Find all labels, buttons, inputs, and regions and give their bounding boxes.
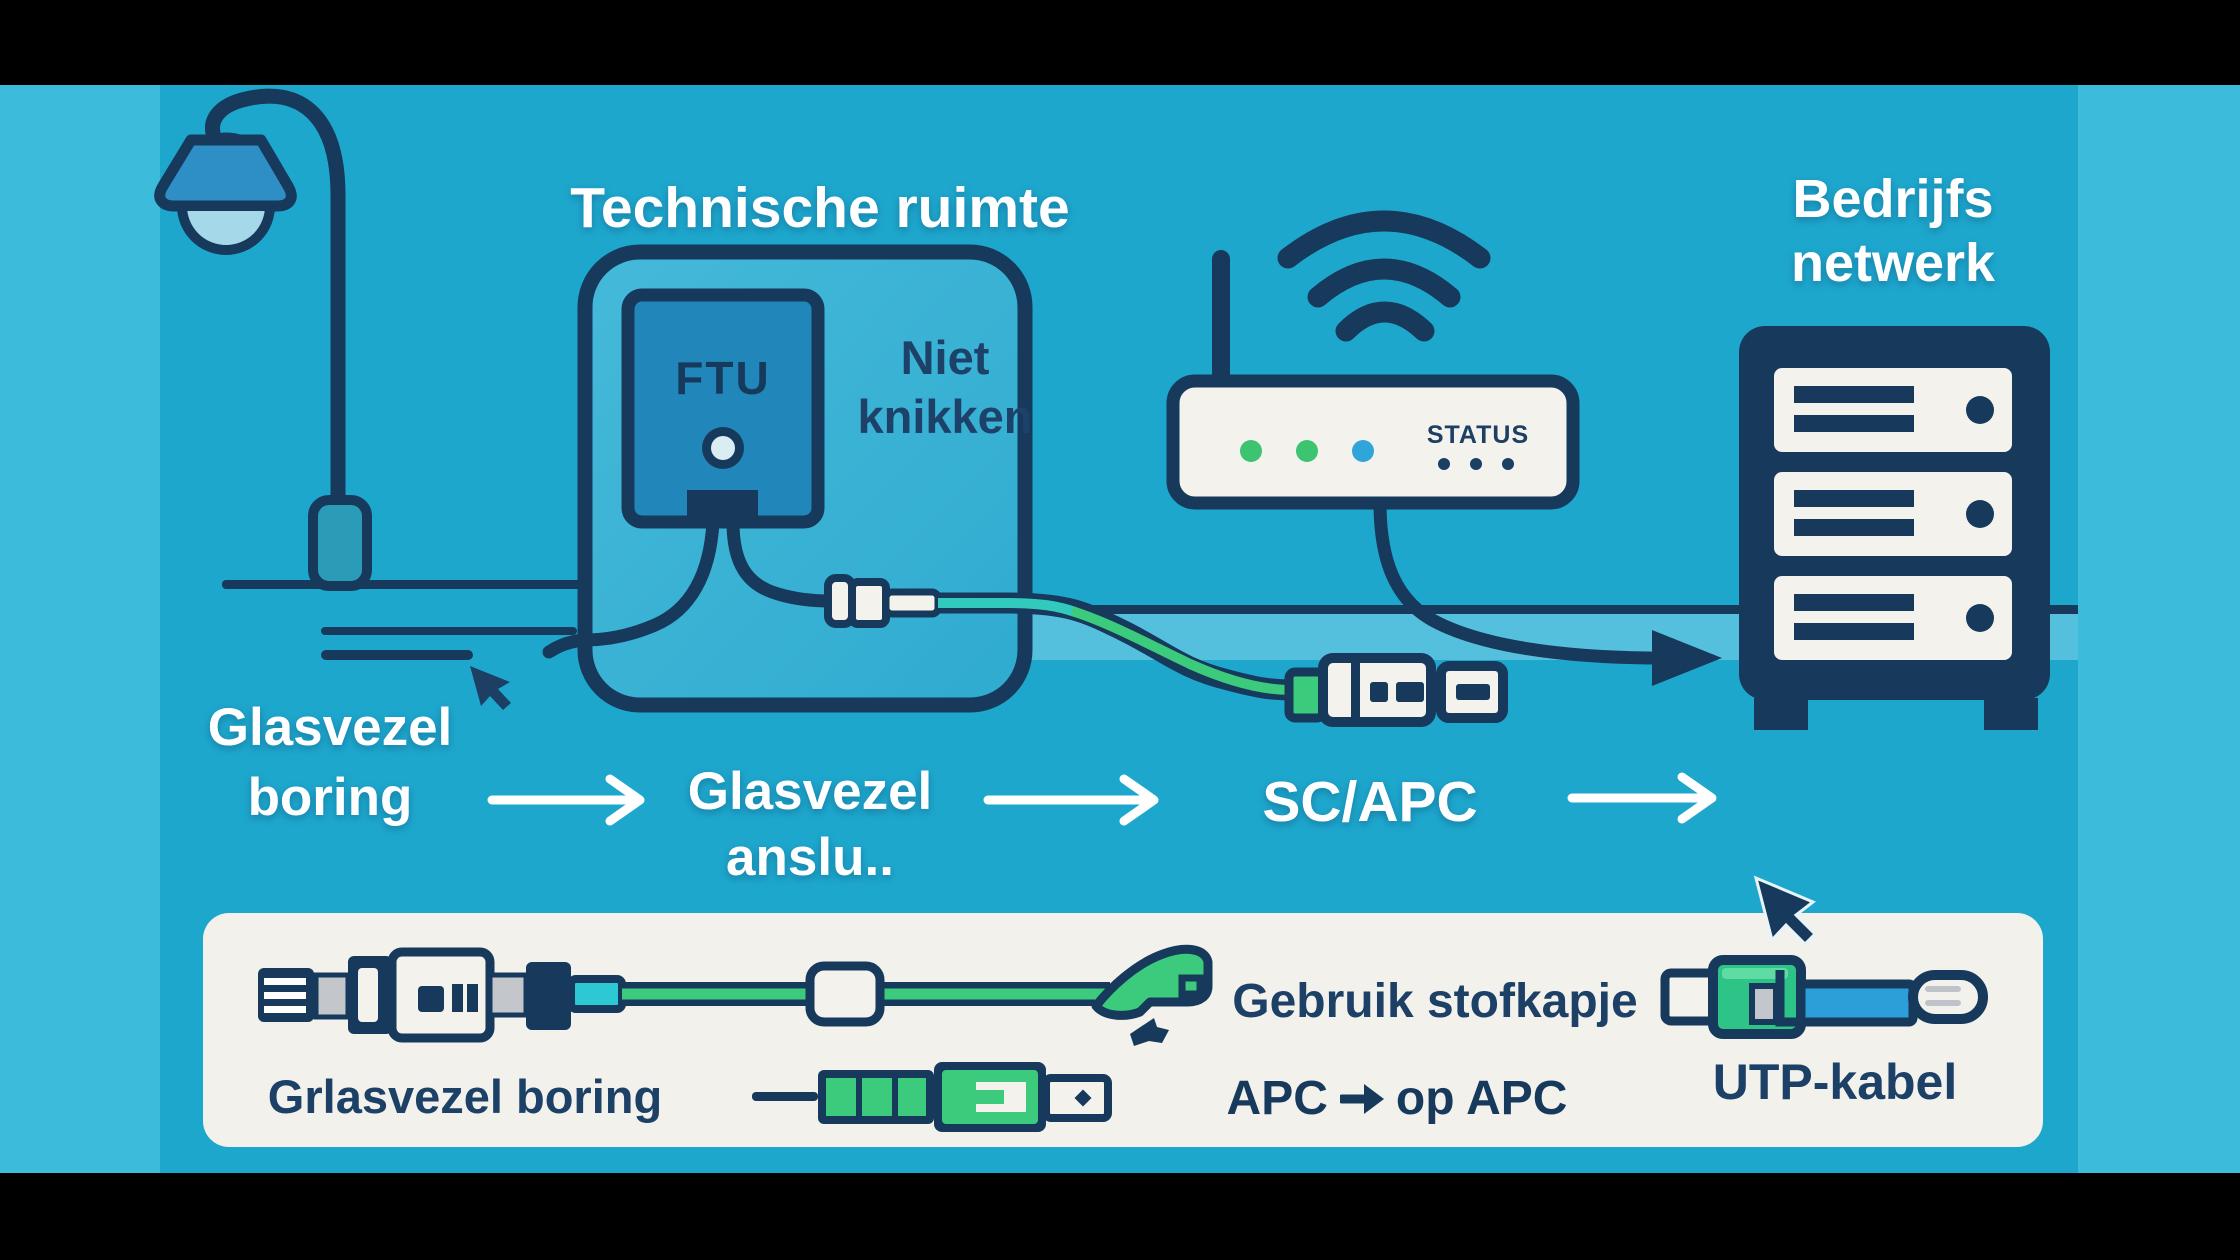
network-line-2: netwerk <box>1790 233 1996 293</box>
warning-niet-knikken: Niet knikken <box>825 328 1065 446</box>
ground-line-right <box>1025 605 2078 614</box>
router-status-label: STATUS <box>1426 421 1530 449</box>
router-cable <box>1373 496 1722 686</box>
ftu-unit <box>621 288 825 529</box>
ftu-cables <box>542 515 837 659</box>
server-unit <box>1774 472 2012 556</box>
antenna-icon <box>1212 250 1230 390</box>
flow-step2-line1: Glasvezel <box>687 762 933 821</box>
flow-step-glasvezel-boring: Glasvezel boring <box>175 693 485 833</box>
cable-arrowhead <box>1652 630 1722 686</box>
wifi-icon <box>1277 210 1491 342</box>
cursor-icon <box>470 666 511 710</box>
flow-step1-line1: Glasvezel <box>207 698 453 757</box>
router <box>1166 210 1580 510</box>
right-accent-strip <box>2078 85 2240 1173</box>
flow-step-glasvezel-anslu: Glasvezel anslu.. <box>645 759 975 891</box>
warning-line-1: Niet <box>900 331 990 384</box>
legend-panel <box>203 913 2043 1147</box>
small-arrow-icon <box>1130 1018 1169 1046</box>
legend-utp-illustration <box>1660 955 1988 1039</box>
ftu-port <box>711 436 735 460</box>
apc-arrow-icon <box>1339 1083 1384 1114</box>
flow-step2-line2: anslu.. <box>726 828 894 887</box>
legend-label-grlasvezel-boring: Grlasvezel boring <box>267 1070 663 1123</box>
led-green-2 <box>1296 440 1318 462</box>
title-technische-ruimte: Technische ruimte <box>570 176 1070 240</box>
left-accent-strip <box>0 85 160 1173</box>
apc-left-text: APC <box>1226 1072 1328 1125</box>
legend-label-utp-kabel: UTP-kabel <box>1712 1054 1958 1110</box>
server-unit <box>1774 576 2012 660</box>
illustration-canvas: Technische ruimte Niet knikken FTU STATUS… <box>0 85 2240 1173</box>
legend-fiber-cable-illustration <box>258 944 1213 1046</box>
flow-step1-line2: boring <box>247 768 413 827</box>
sc-apc-connector <box>1284 653 1508 727</box>
server-unit <box>1774 368 2012 452</box>
flow-arrow-3 <box>1567 772 1717 824</box>
flow-arrow-1 <box>487 774 645 826</box>
network-line-1: Bedrijfs <box>1792 169 1994 229</box>
legend-pigtail-illustration <box>752 1062 1112 1132</box>
dust-cap-icon <box>1091 944 1213 1020</box>
patch-cable <box>726 515 837 608</box>
legend-label-apc-op-apc: APC op APC <box>1222 1071 1572 1126</box>
server-rack-icon <box>1739 326 2050 730</box>
fiber-connector-white <box>824 574 942 628</box>
led-green-1 <box>1240 440 1262 462</box>
diagram-artwork <box>0 85 2240 1173</box>
legend-label-gebruik-stofkapje: Gebruik stofkapje <box>1232 975 1638 1028</box>
boring-line-2 <box>321 650 473 660</box>
boring-line-1 <box>321 627 577 635</box>
ftu-label: FTU <box>675 352 771 404</box>
incoming-fiber-cable <box>542 515 720 659</box>
ftu-cable-notch <box>687 490 758 520</box>
apc-right-text: op APC <box>1395 1072 1568 1125</box>
flow-arrow-2 <box>983 774 1159 826</box>
led-blue <box>1352 440 1374 462</box>
fiber-cable-green <box>938 592 1292 701</box>
cursor-icon-2 <box>1753 875 1818 947</box>
flow-step-sc-apc: SC/APC <box>1262 770 1478 834</box>
street-lamp-icon <box>154 88 372 591</box>
ground-line-left <box>222 580 585 589</box>
warning-line-2: knikken <box>857 390 1033 443</box>
